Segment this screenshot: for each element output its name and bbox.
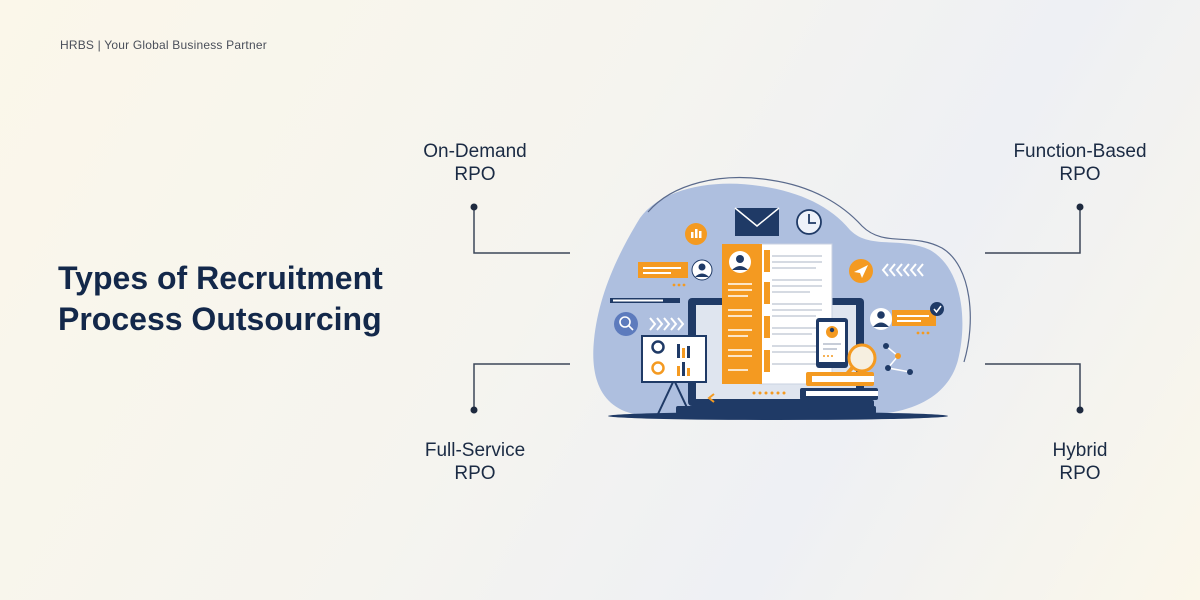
brand-tagline: HRBS | Your Global Business Partner [60,38,267,52]
connector-dots [470,203,1084,414]
type-label-function-based: Function-Based RPO [990,140,1170,186]
network-nodes-decor [883,343,913,375]
blob-outline [647,177,971,363]
profile-card-right [870,302,944,335]
avatar-icon [877,311,885,319]
mobile-profile-card [816,318,848,368]
diagram-title: Types of Recruitment Process Outsourcing [58,258,383,340]
type-label-hybrid: Hybrid RPO [1005,439,1155,485]
profile-card-left [638,259,713,287]
avatar-icon [698,263,706,271]
type-suffix: RPO [454,164,496,185]
verified-check-icon [930,302,944,316]
type-suffix: RPO [1059,463,1101,484]
type-name: On-Demand [423,141,527,162]
type-name: Function-Based [1013,141,1147,162]
type-name: Hybrid [1052,440,1108,461]
candidate-avatar-icon [736,255,744,263]
connector-on-demand [473,207,570,254]
resume-document [722,243,833,395]
type-name: Full-Service [424,440,526,461]
title-line-2: Process Outsourcing [58,301,382,337]
type-label-on-demand: On-Demand RPO [400,140,550,186]
title-line-1: Types of Recruitment [58,260,383,296]
connector-function-based [985,207,1081,254]
connectors [473,207,1081,410]
search-bar-decor [610,298,680,336]
connector-full-service [473,363,570,410]
chevrons-left-decor [649,317,685,331]
type-label-full-service: Full-Service RPO [400,439,550,485]
dot-full-service [470,406,478,414]
dot-on-demand [470,203,478,211]
dot-hybrid [1076,406,1084,414]
type-suffix: RPO [1059,164,1101,185]
recruitment-illustration [593,177,971,420]
books-stack [800,372,878,410]
envelope-icon [734,207,780,236]
paper-plane-icon [849,259,873,283]
type-suffix: RPO [454,463,496,484]
dot-function-based [1076,203,1084,211]
whiteboard-easel [641,335,707,415]
connector-hybrid [985,363,1081,410]
chevrons-right-decor [881,263,924,277]
arrow-left-decor [707,393,715,403]
chart-badge-icon [685,223,707,245]
search-icon [614,312,638,336]
clock-icon [796,209,822,235]
